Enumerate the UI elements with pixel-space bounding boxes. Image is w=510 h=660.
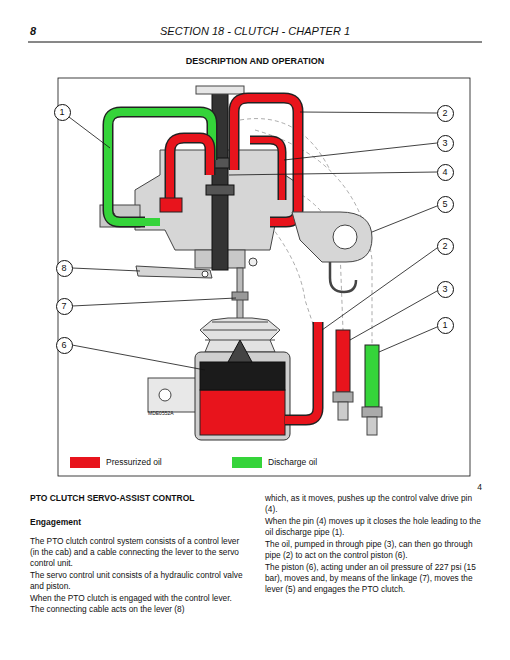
body-text: The servo control unit consists of a hyd… xyxy=(30,570,246,592)
section-title: DESCRIPTION AND OPERATION xyxy=(30,56,480,67)
cylinder xyxy=(195,352,290,440)
leader-line xyxy=(284,143,437,160)
lever-5 xyxy=(292,212,372,292)
header-rule xyxy=(28,42,482,43)
discharge-pipe xyxy=(108,112,212,222)
callout-number: 5 xyxy=(442,200,447,209)
legend-text: Discharge oil xyxy=(268,457,317,468)
figure-frame xyxy=(58,78,470,476)
body-text: When the PTO clutch is engaged with the … xyxy=(30,593,246,615)
figure-code: MDE0552A xyxy=(148,410,208,416)
pressure-pipes xyxy=(250,140,282,200)
discharge-pipe xyxy=(130,218,160,226)
lever-8 xyxy=(136,266,212,278)
leader-line xyxy=(379,327,437,352)
lever-8 xyxy=(202,271,208,277)
cylinder xyxy=(148,340,290,440)
cylinder xyxy=(200,390,285,435)
pipe-ends xyxy=(365,345,379,407)
control-valve-pin xyxy=(206,185,234,195)
callout-circle: 5 xyxy=(437,196,454,213)
leader-line xyxy=(69,117,110,148)
callout-circle: 2 xyxy=(437,238,454,255)
body-text: When the pin (4) moves up it closes the … xyxy=(265,516,482,538)
callout-number: 3 xyxy=(442,139,447,148)
pipe-ends xyxy=(336,330,350,392)
linkage-7 xyxy=(232,292,248,300)
callout-number: 7 xyxy=(61,302,66,311)
body-text: The oil, pumped in through pipe (3), can… xyxy=(265,539,482,561)
lever-5 xyxy=(330,262,356,292)
body-text: The piston (6), acting under an oil pres… xyxy=(265,562,482,595)
discharge-pipe xyxy=(108,112,212,222)
pressure-pipes xyxy=(250,140,282,200)
lever-5 xyxy=(292,212,372,262)
pressure-pipes xyxy=(234,98,298,222)
figure-frame xyxy=(58,78,470,476)
callout-circle: 3 xyxy=(437,135,454,152)
piston-feed-pipe xyxy=(285,322,318,420)
lever-8 xyxy=(136,266,212,278)
pressure-pipes xyxy=(160,98,298,222)
callout-circle: 1 xyxy=(54,104,71,121)
discharge-pipe xyxy=(108,112,212,222)
control-valve-pin xyxy=(196,86,244,94)
pressure-pipes xyxy=(234,98,298,222)
pipe-ends xyxy=(333,330,382,435)
piston-feed-pipe xyxy=(285,322,318,420)
pipe-ends xyxy=(338,402,348,420)
pressure-pipes xyxy=(160,198,182,212)
callout-number: 8 xyxy=(61,264,66,273)
valve-housing xyxy=(249,258,257,266)
leader-line xyxy=(72,345,205,370)
callout-circle: 3 xyxy=(437,281,454,298)
bellows xyxy=(203,322,277,340)
leader-line xyxy=(229,172,437,175)
callout-circle: 1 xyxy=(437,317,454,334)
callout-circle: 6 xyxy=(56,337,73,354)
callout-circle: 2 xyxy=(437,105,454,122)
callout-number: 2 xyxy=(442,109,447,118)
leader-line xyxy=(300,112,437,113)
pipe-ends xyxy=(333,392,353,402)
callout-number: 4 xyxy=(442,168,447,177)
figure-number: 4 xyxy=(440,482,482,493)
leader-line xyxy=(72,298,236,306)
cylinder xyxy=(148,378,200,412)
lever-5 xyxy=(333,225,357,249)
valve-housing xyxy=(100,150,300,268)
pipe-ends xyxy=(367,417,377,435)
callout-number: 1 xyxy=(442,321,447,330)
header-rule xyxy=(28,42,482,43)
body-text: which, as it moves, pushes up the contro… xyxy=(265,493,482,515)
page-number: 8 xyxy=(30,26,70,37)
leader-line xyxy=(322,248,437,330)
callout-circle: 8 xyxy=(56,260,73,277)
legend-text: Pressurized oil xyxy=(106,457,162,468)
callout-number: 3 xyxy=(442,285,447,294)
cylinder xyxy=(159,389,171,401)
legend-swatch xyxy=(70,457,100,468)
callout-circle: 4 xyxy=(437,164,454,181)
cylinder xyxy=(228,340,252,362)
subheading: Engagement xyxy=(30,517,250,528)
body-text: The PTO clutch control system consists o… xyxy=(30,536,246,569)
leader-line xyxy=(69,112,437,370)
leader-line xyxy=(72,268,140,271)
cylinder xyxy=(200,362,285,390)
pressure-pipes xyxy=(170,138,210,205)
page-header: SECTION 18 - CLUTCH - CHAPTER 1 xyxy=(60,26,450,37)
callout-circle: 7 xyxy=(56,298,73,315)
legend-swatch xyxy=(232,457,262,468)
callout-number: 6 xyxy=(61,341,66,350)
pressure-pipes xyxy=(170,138,210,205)
piston-feed-pipe xyxy=(285,322,318,420)
section-heading: PTO CLUTCH SERVO-ASSIST CONTROL xyxy=(30,493,250,504)
callout-number: 1 xyxy=(59,108,64,117)
callout-number: 2 xyxy=(442,242,447,251)
leader-line xyxy=(372,206,437,232)
pipe-ends xyxy=(362,407,382,417)
